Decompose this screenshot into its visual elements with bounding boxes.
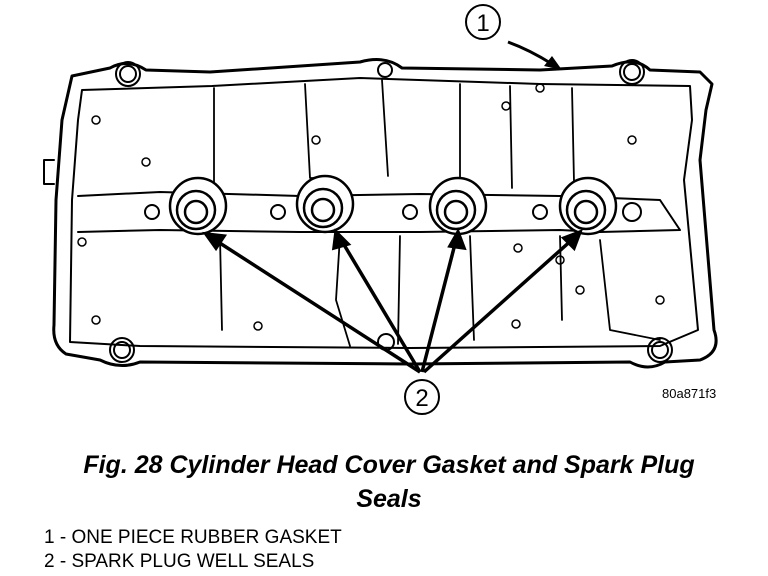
callout-1-label: 1	[476, 10, 489, 37]
spark-plug-well-1	[168, 176, 228, 236]
callout-1-leader	[507, 40, 562, 70]
spark-plug-wells	[168, 174, 618, 236]
callout-2-label: 2	[415, 385, 428, 412]
legend-item-2: 2 - SPARK PLUG WELL SEALS	[44, 551, 315, 572]
figure-caption: Fig. 28 Cylinder Head Cover Gasket and S…	[30, 448, 748, 516]
spark-plug-well-4	[558, 176, 618, 236]
spark-plug-well-2	[295, 174, 355, 234]
caption-line-1: Fig. 28 Cylinder Head Cover Gasket and S…	[83, 451, 695, 479]
cover-ribs	[213, 79, 661, 347]
spark-plug-well-3	[428, 176, 488, 236]
legend-item-1: 1 - ONE PIECE RUBBER GASKET	[44, 527, 342, 548]
small-holes	[77, 83, 665, 331]
cover-outline	[52, 58, 718, 369]
callout-2-leaders	[202, 227, 583, 374]
caption-line-2: Seals	[356, 485, 422, 513]
cover-tab	[43, 159, 55, 185]
cylinder-head-cover-diagram: 1 2 80a871f3	[43, 4, 718, 415]
cover-inner-rim	[69, 77, 699, 349]
figure-reference-code: 80a871f3	[662, 386, 716, 401]
figure-legend: 1 - ONE PIECE RUBBER GASKET 2 - SPARK PL…	[44, 526, 342, 574]
callout-2: 2	[404, 379, 440, 415]
callout-1: 1	[465, 4, 501, 40]
